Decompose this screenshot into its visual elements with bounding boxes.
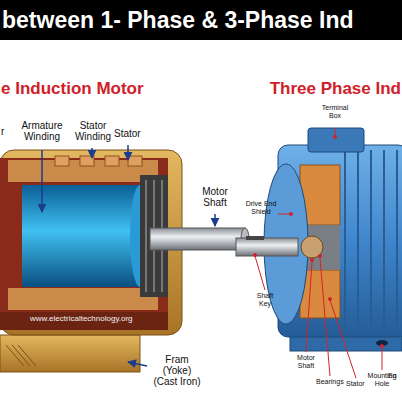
- part-label: Stator: [346, 380, 365, 388]
- part-label: Terminal Box: [318, 104, 352, 119]
- part-label: Armature Winding: [12, 120, 72, 142]
- subtitle: Three Phase Ind: [270, 80, 401, 99]
- watermark: www.electricaltechnology.org: [30, 315, 133, 324]
- part-label: Stator Winding: [70, 120, 116, 142]
- part-label: Fram (Yoke) (Cast Iron): [150, 354, 204, 387]
- three-phase-motor: [236, 128, 402, 378]
- part-label: Drive End Shield: [244, 200, 278, 215]
- subtitle: e Induction Motor: [1, 80, 144, 99]
- part-label: Motor Shaft: [290, 354, 322, 369]
- part-label: r: [1, 126, 4, 137]
- single-phase-motor: [0, 145, 249, 372]
- part-label: Shaft Key: [250, 292, 280, 307]
- part-label: Motor Shaft: [194, 186, 236, 208]
- part-label: Stator: [114, 128, 141, 139]
- part-label: En: [388, 372, 397, 380]
- part-label: Bearings: [316, 378, 344, 386]
- title-text: between 1- Phase & 3-Phase Ind: [2, 8, 354, 33]
